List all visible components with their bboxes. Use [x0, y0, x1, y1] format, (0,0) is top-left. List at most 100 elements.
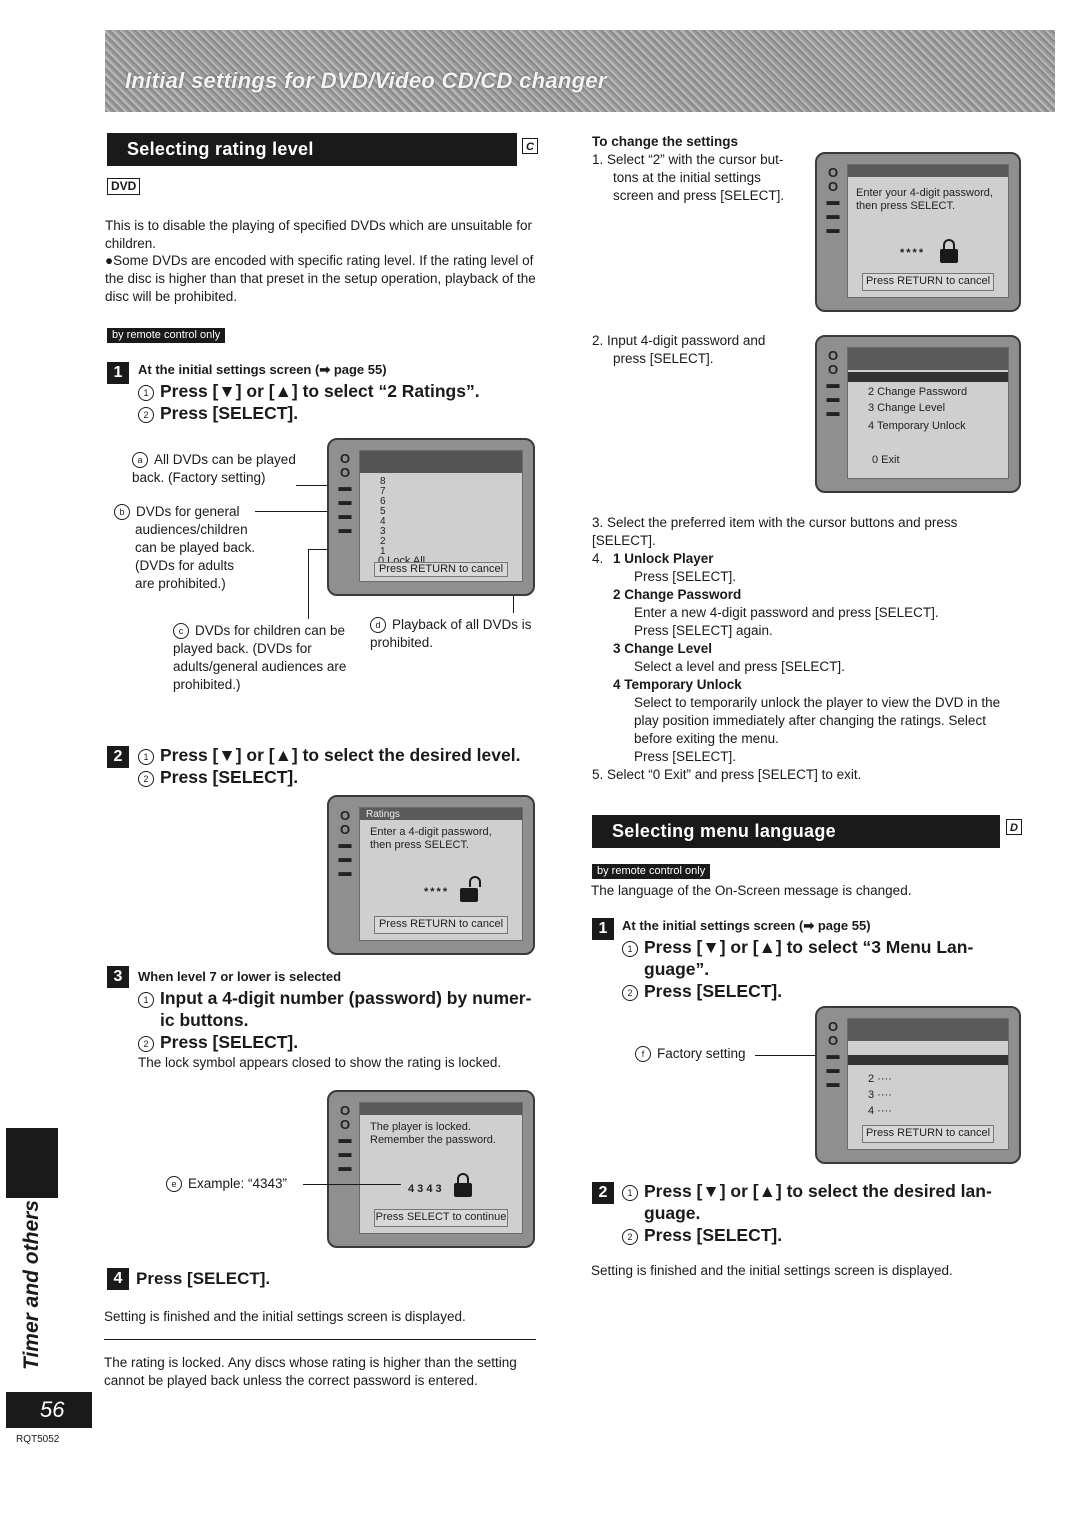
circle-1-icon: 1: [622, 941, 638, 957]
option-change-level-desc: Select a level and press [SELECT].: [634, 659, 845, 674]
screen-msg-1: The player is locked.: [370, 1121, 471, 1133]
step3-description: The lock symbol appears closed to show t…: [138, 1055, 502, 1070]
remote-only-badge: by remote control only: [107, 328, 226, 343]
circle-2-icon: 2: [138, 771, 154, 787]
header-banner: [105, 30, 1055, 112]
circle-1-icon: 1: [622, 1185, 638, 1201]
step-number-2: 2: [592, 1182, 614, 1204]
locked-padlock-icon: [454, 1173, 472, 1197]
circle-1-icon: 1: [138, 385, 154, 401]
step-number-1: 1: [107, 362, 129, 384]
circle-2-icon: 2: [138, 407, 154, 423]
step4-description: Setting is finished and the initial sett…: [104, 1309, 466, 1324]
option-change-password-title: 2 Change Password: [613, 587, 742, 602]
circle-2-icon: 2: [138, 1036, 154, 1052]
chapter-tab: [6, 1128, 58, 1198]
change-step-3: 3. Select the preferred item with the cu…: [592, 515, 958, 548]
circle-b-icon: b: [114, 504, 130, 520]
cancel-hint: Press RETURN to cancel: [374, 562, 508, 577]
annotation-b-line2: audiences/children: [135, 522, 248, 537]
annotation-b-line4: (DVDs for adults: [135, 558, 235, 573]
annotation-b-line5: are prohibited.): [135, 576, 226, 591]
change-step-2: 2. Input 4-digit password and: [592, 333, 766, 348]
lang-step1-prelude: At the initial settings screen (➡ page 5…: [622, 918, 871, 933]
remote-only-badge: by remote control only: [592, 864, 711, 879]
page-title: Initial settings for DVD/Video CD/CD cha…: [125, 68, 607, 93]
language-option-4: 4 ····: [868, 1105, 892, 1117]
screen-msg-1: Enter your 4-digit password,: [856, 187, 993, 199]
change-step-1-line2: tons at the initial settings: [613, 170, 761, 185]
circle-2-icon: 2: [622, 1229, 638, 1245]
section-letter-c: C: [522, 138, 538, 154]
lang-step1-instruction-1b: guage”.: [644, 959, 710, 979]
option-change-password: 2 Change Password: [868, 386, 968, 398]
option-temporary-unlock-desc: Select to temporarily unlock the player …: [634, 695, 1001, 746]
screen-title: Ratings: [366, 809, 400, 820]
continue-hint: Press SELECT to continue: [374, 1209, 508, 1227]
circle-1-icon: 1: [138, 992, 154, 1008]
option-change-password-desc2: Press [SELECT] again.: [634, 623, 773, 638]
change-step-2-line2: press [SELECT].: [613, 351, 714, 366]
screen-msg-2: then press SELECT.: [370, 839, 470, 851]
step3-prelude: When level 7 or lower is selected: [138, 969, 342, 984]
step-number-1: 1: [592, 918, 614, 940]
leader-line-d: [513, 583, 514, 613]
lang-step2-description: Setting is finished and the initial sett…: [591, 1263, 953, 1278]
divider: [104, 1339, 536, 1340]
circle-a-icon: a: [132, 452, 148, 468]
circle-f-icon: f: [635, 1046, 651, 1062]
option-temporary-unlock-title: 4 Temporary Unlock: [613, 677, 742, 692]
dvd-badge: DVD: [107, 178, 141, 195]
annotation-b-line3: can be played back.: [135, 540, 256, 555]
step-number-2: 2: [107, 746, 129, 768]
option-change-password-desc: Enter a new 4-digit password and press […: [634, 605, 939, 620]
option-temporary-unlock-desc2: Press [SELECT].: [634, 749, 737, 764]
unlocked-padlock-icon: [460, 876, 481, 902]
page-number: 56: [6, 1392, 92, 1428]
locked-padlock-icon: [940, 239, 958, 263]
change-step-1-line3: screen and press [SELECT].: [613, 188, 785, 203]
change-step-4-number: 4.: [592, 551, 604, 566]
chapter-label: Timer and others: [20, 1200, 43, 1370]
rating-bullet: ●Some DVDs are encoded with specific rat…: [105, 253, 536, 304]
section-letter-d: D: [1006, 819, 1022, 835]
option-change-level-title: 3 Change Level: [613, 641, 713, 656]
screen-msg-2: then press SELECT.: [856, 200, 956, 212]
leader-line-a: [296, 485, 338, 486]
step-number-4: 4: [107, 1268, 129, 1290]
language-intro: The language of the On-Screen message is…: [591, 883, 912, 898]
password-stars: ****: [900, 247, 926, 259]
cancel-hint: Press RETURN to cancel: [862, 1125, 994, 1143]
change-step-1: 1. Select “2” with the cursor but-: [592, 152, 784, 167]
language-option-2: 2 ····: [868, 1073, 892, 1085]
step-number-3: 3: [107, 966, 129, 988]
rating-intro: This is to disable the playing of specif…: [105, 218, 532, 251]
circle-2-icon: 2: [622, 985, 638, 1001]
circle-1-icon: 1: [138, 749, 154, 765]
leader-line-c: [308, 549, 309, 619]
option-unlock-player-desc: Press [SELECT].: [634, 569, 737, 584]
document-code: RQT5052: [16, 1434, 60, 1445]
screen-msg-2: Remember the password.: [370, 1134, 496, 1146]
lang-step2-instruction-1b: guage.: [644, 1203, 701, 1223]
